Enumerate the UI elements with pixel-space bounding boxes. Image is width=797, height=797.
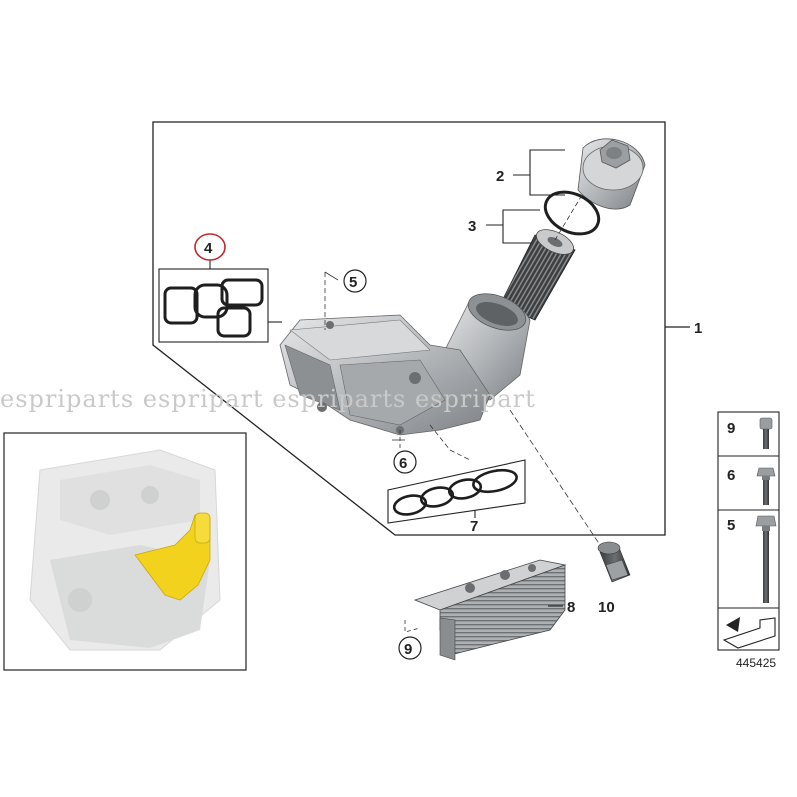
bolt-5 — [755, 515, 777, 603]
callout-2: 2 — [496, 168, 504, 185]
housing-gasket — [163, 278, 264, 338]
bolt-6 — [756, 467, 776, 505]
oil-filter-cap — [577, 138, 646, 210]
fastener-label-6: 6 — [727, 467, 735, 484]
bolt-9 — [759, 417, 773, 449]
o-ring — [543, 190, 601, 236]
callout-3: 3 — [468, 218, 476, 235]
fastener-label-5: 5 — [727, 517, 735, 534]
gasket-frame — [158, 268, 269, 343]
direction-arrow-icon — [722, 617, 776, 649]
lower-gasket-frame — [387, 459, 526, 524]
callout-7: 7 — [470, 518, 478, 535]
filter-element — [499, 229, 576, 321]
callout-9: 9 — [404, 641, 412, 658]
callout-5: 5 — [349, 274, 357, 291]
assembly-outline — [152, 121, 666, 536]
callout-1: 1 — [694, 320, 702, 337]
engine-highlight-part — [134, 512, 211, 601]
callout-8: 8 — [567, 599, 575, 616]
oil-cooler — [413, 559, 567, 661]
fastener-label-9: 9 — [727, 420, 735, 437]
oil-pressure-sensor — [597, 541, 631, 583]
callout-10: 10 — [598, 599, 615, 616]
cooler-gasket — [392, 468, 518, 516]
callout-4: 4 — [204, 240, 213, 257]
highlight-ring — [194, 233, 226, 261]
watermark: espriparts espripart espriparts espripar… — [0, 385, 536, 413]
callout-6: 6 — [399, 455, 407, 472]
diagram-number: 445425 — [736, 656, 776, 670]
